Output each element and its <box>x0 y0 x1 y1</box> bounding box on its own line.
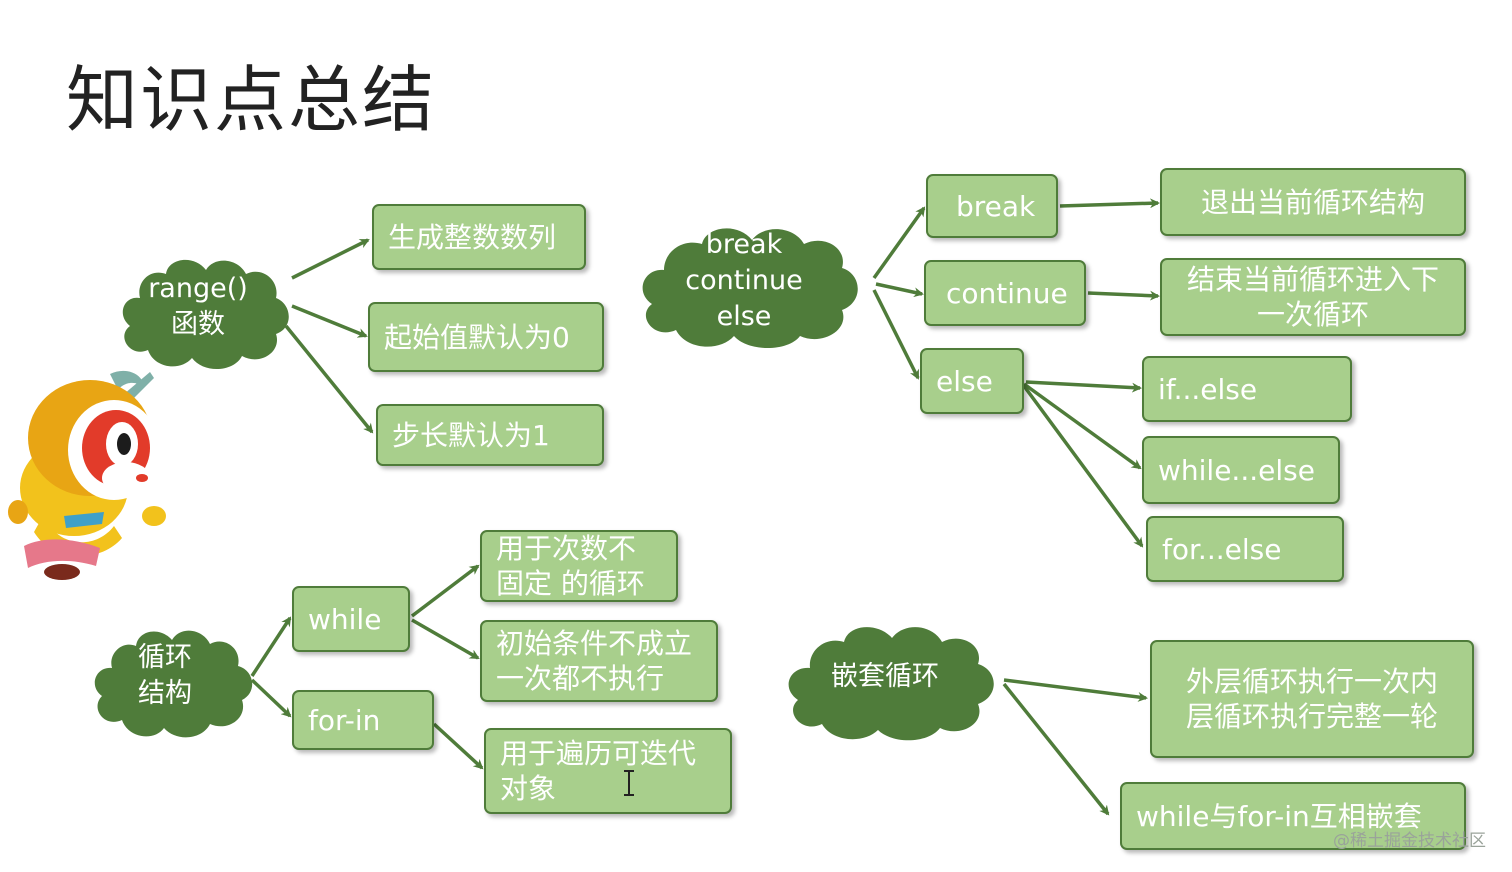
box-text: break <box>956 189 1036 223</box>
arrow-forin-desc <box>432 722 484 770</box>
cloud-loops-line1: 循环 <box>138 642 192 673</box>
box-text: while...else <box>1158 453 1315 487</box>
arrow-while-desc2 <box>411 618 480 660</box>
box-text-line1: 外层循环执行一次内 <box>1185 665 1438 698</box>
cloud-range-line2: 函数 <box>171 309 225 340</box>
arrow-while-desc1 <box>410 564 480 618</box>
cloud-bce-line2: continue <box>685 265 803 296</box>
arrow-else-for <box>1022 384 1144 548</box>
box-text-line1: 结束当前循环进入下 <box>1186 263 1439 296</box>
cloud-label-range: range() 函数 <box>110 262 286 352</box>
box-generate-int-sequence: 生成整数数列 <box>372 204 586 270</box>
arrow-bce-continue <box>875 282 924 298</box>
arrow-break-desc <box>1059 198 1160 209</box>
arrow-else-while <box>1022 382 1142 470</box>
box-text: continue <box>946 276 1068 310</box>
box-if-else: if...else <box>1142 356 1352 422</box>
watermark: @稀土掘金技术社区 <box>1333 831 1486 851</box>
box-while-else: while...else <box>1142 436 1340 504</box>
box-nested-desc-full-round: 外层循环执行一次内 层循环执行完整一轮 <box>1150 640 1474 758</box>
cloud-break-continue-else <box>642 228 858 348</box>
text-cursor-icon <box>624 770 634 796</box>
arrow-range-generate <box>291 238 370 280</box>
cloud-loops-line2: 结构 <box>138 678 192 709</box>
arrow-range-step <box>284 324 374 434</box>
box-start-default-zero: 起始值默认为0 <box>368 302 604 372</box>
box-break-desc: 退出当前循环结构 <box>1160 168 1466 236</box>
cloud-bce-line1: break <box>705 229 783 260</box>
cloud-range-function <box>122 259 289 370</box>
box-while-desc-never-run: 初始条件不成立 一次都不执行 <box>480 620 718 702</box>
box-text: 退出当前循环结构 <box>1200 185 1425 219</box>
box-nested-desc-while-forin: while与for-in互相嵌套 <box>1120 782 1466 850</box>
box-text: for...else <box>1162 532 1282 566</box>
box-continue: continue <box>924 260 1086 326</box>
box-text: while <box>308 602 382 636</box>
box-while: while <box>292 586 410 652</box>
cloud-label-loops: 循环 结构 <box>86 636 244 716</box>
cloud-nested-line1: 嵌套循环 <box>831 661 939 692</box>
slide-title: 知识点总结 <box>66 58 437 142</box>
box-text-line2: 固定 的循环 <box>496 567 645 600</box>
arrow-loops-while <box>250 616 292 677</box>
box-continue-desc: 结束当前循环进入下 一次循环 <box>1160 258 1466 336</box>
box-text-line2: 层循环执行完整一轮 <box>1185 700 1438 733</box>
box-text: if...else <box>1158 372 1258 406</box>
arrow-nested-desc2 <box>1002 682 1110 816</box>
box-text-line1: 用于遍历可迭代 <box>500 737 697 770</box>
box-text-line2: 一次都不执行 <box>496 662 665 695</box>
box-for-else: for...else <box>1146 516 1344 582</box>
box-text: else <box>936 364 993 398</box>
cloud-bce-line3: else <box>716 301 772 332</box>
arrow-continue-desc <box>1087 290 1160 301</box>
box-text: 起始值默认为0 <box>384 320 570 354</box>
arrow-loops-forin <box>250 678 292 718</box>
box-else: else <box>920 348 1024 414</box>
box-text: 步长默认为1 <box>392 418 550 452</box>
monkey-mascot-illustration <box>8 370 166 580</box>
cloud-label-bce: break continue else <box>644 226 844 336</box>
box-text-line1: 初始条件不成立 <box>496 627 693 660</box>
box-text: 生成整数数列 <box>388 220 557 254</box>
arrow-bce-else <box>872 289 920 380</box>
arrow-bce-break <box>872 206 926 280</box>
box-text-line2: 对象 <box>500 772 557 805</box>
arrow-range-start <box>291 304 368 338</box>
cloud-label-nested: 嵌套循环 <box>782 650 988 704</box>
box-text-line1: 用于次数不 <box>496 532 637 565</box>
box-for-in: for-in <box>292 690 434 750</box>
box-text: for-in <box>308 703 381 737</box>
box-step-default-one: 步长默认为1 <box>376 404 604 466</box>
box-forin-desc-iterable: 用于遍历可迭代 对象 <box>484 728 732 814</box>
box-text-line2: 一次循环 <box>1256 298 1369 331</box>
box-text: while与for-in互相嵌套 <box>1136 799 1422 833</box>
cloud-range-line1: range() <box>148 273 248 304</box>
cloud-nested-loops <box>788 627 994 741</box>
box-while-desc-uncertain-count: 用于次数不 固定 的循环 <box>480 530 678 602</box>
arrow-else-if <box>1025 380 1142 393</box>
arrow-nested-desc1 <box>1003 678 1148 702</box>
box-break: break <box>926 174 1058 238</box>
cloud-loop-structure <box>94 630 253 738</box>
